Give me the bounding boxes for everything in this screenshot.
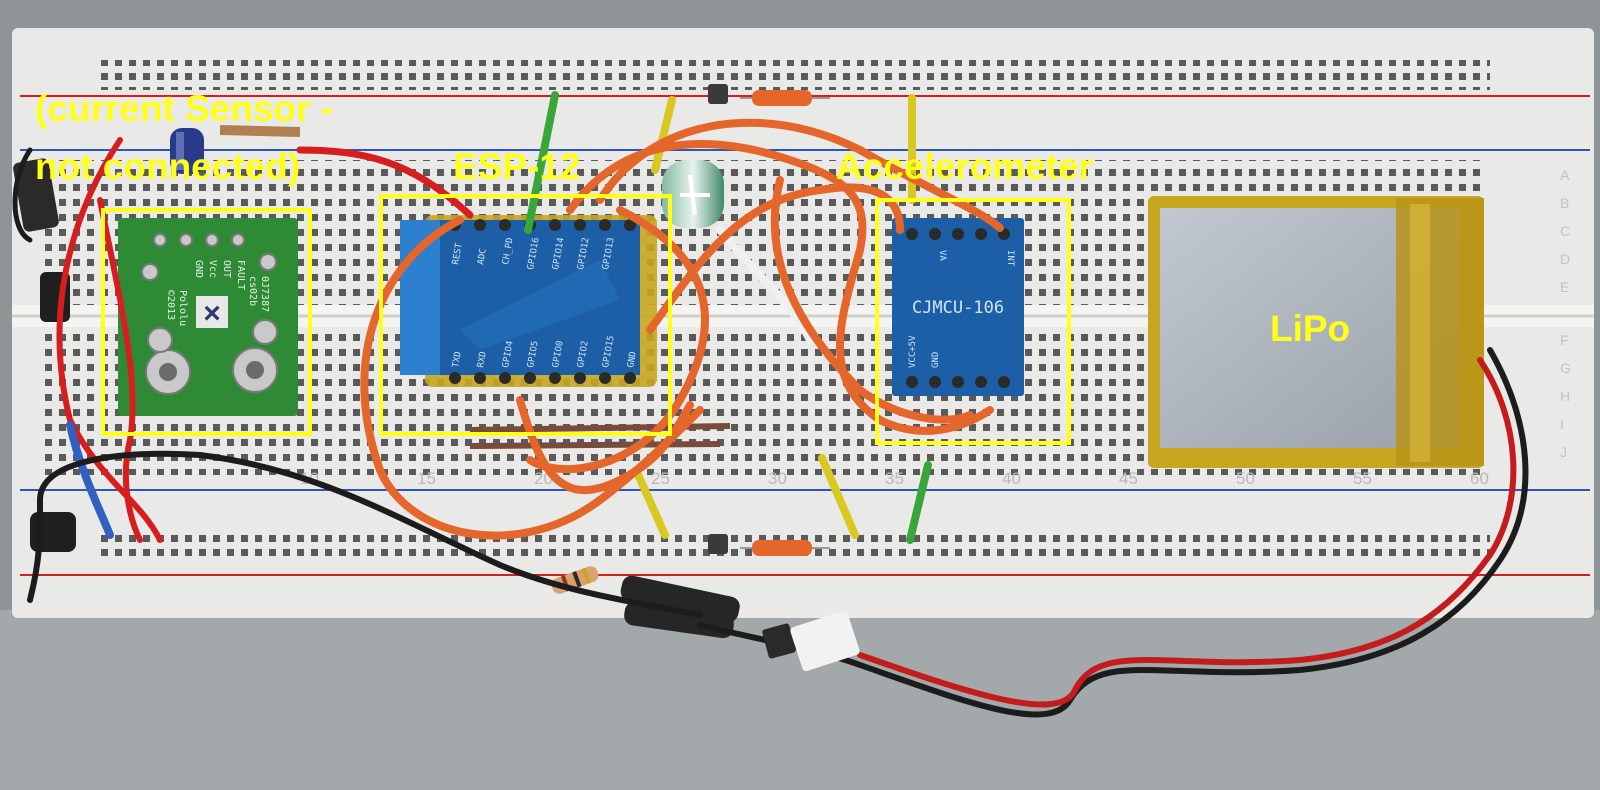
esp-pin-b4: GPIO0 [551,340,566,368]
row-letter: B [1560,195,1569,211]
row-letter: G [1560,360,1571,376]
column-number: 45 [1119,469,1138,488]
lipo-battery [1148,196,1484,468]
esp-pin-b7: GND [626,351,639,369]
row-letter: D [1560,251,1570,267]
esp-12-highlight-box [379,194,672,436]
esp-pin-b0: TXD [451,351,464,369]
jst-connector-icon [762,610,860,672]
row-letter: E [1560,279,1569,295]
sensor-silk-4: Pololu [177,290,188,326]
current-sensor-label-line-2: not connected) [35,146,301,187]
sensor-silk-1: OUT [221,260,232,278]
column-number: 60 [1470,469,1489,488]
wires [12,91,1529,718]
esp-pin-0: REST [451,242,465,266]
sensor-silk-2: Vcc [207,260,218,278]
esp-12-module: REST ADC CH_PD GPIO16 GPIO14 GPIO12 GPIO… [400,215,657,387]
column-number: 55 [1353,469,1372,488]
esp-pin-2: CH_PD [501,237,516,265]
row-letter: J [1560,444,1567,460]
esp-12-label: ESP-12 [453,146,581,187]
column-number: 50 [1236,469,1255,488]
current-sensor-highlight-box [101,208,312,436]
accel-model: CJMCU-106 [912,298,1004,318]
sensor-silk-0: FAULT [235,260,246,290]
column-number: 35 [885,469,904,488]
column-number: 40 [1002,469,1021,488]
lipo-label: LiPo [1270,308,1351,349]
sensor-silk-6: 0J7387 [259,276,270,312]
accelerometer-label: Accelerometer [836,146,1094,187]
column-number: 30 [768,469,787,488]
column-number: 15 [417,469,436,488]
sensor-silk-3: GND [193,260,204,278]
accel-pin-3: INT [1005,250,1015,267]
current-sensor-label: (current Sensor - not connected) [35,80,333,196]
accel-pin-2: VA [937,250,947,261]
accel-pin-0: VCC+5V [908,335,918,368]
row-letter: F [1560,332,1569,348]
sensor-silk-7: cs02b [247,276,258,306]
esp-pin-b3: GPIO5 [526,340,541,368]
current-sensor-label-line-1: (current Sensor - [35,88,334,129]
esp-pin-b5: GPIO2 [576,340,591,368]
esp-pin-b2: GPIO4 [501,340,516,368]
small-capacitor [170,128,204,174]
row-letter: A [1560,167,1570,183]
esp-pin-b1: RXD [476,351,489,369]
row-letter: I [1560,416,1564,432]
column-number: 25 [651,469,670,488]
svg-text:×: × [203,297,221,330]
current-sensor-board: × FAULT OUT Vcc GND Pololu ©2013 0J7387 … [118,218,298,416]
row-letter: H [1560,388,1570,404]
row-letter: C [1560,223,1570,239]
accelerometer-highlight-box [875,198,1071,445]
sensor-silk-5: ©2013 [165,290,176,320]
accel-pin-1: GND [931,352,941,368]
capacitor-icon [662,160,724,228]
esp-pin-1: ADC [476,248,489,266]
accelerometer-board: CJMCU-106 VCC+5V GND VA INT [892,218,1024,396]
